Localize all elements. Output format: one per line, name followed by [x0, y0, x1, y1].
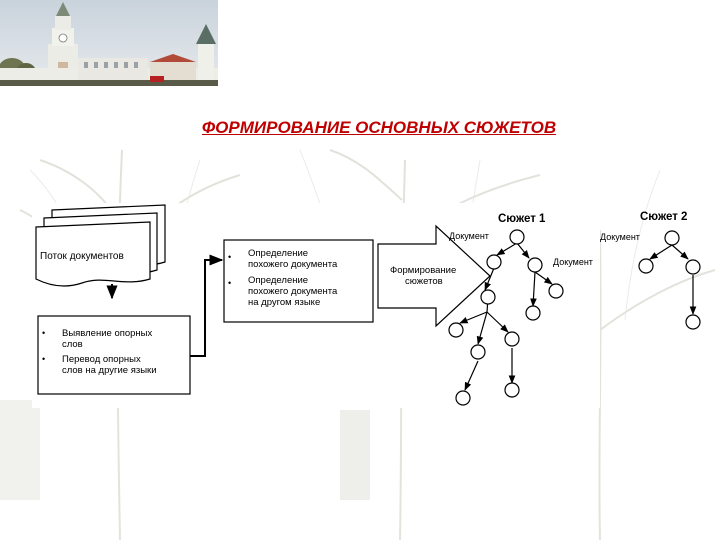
story-2-title: Сюжет 2	[640, 211, 687, 223]
tree-node	[481, 290, 495, 304]
middle-item-2-line-2: похожего документа	[248, 286, 338, 297]
tree-node	[639, 259, 653, 273]
bullet-icon: •	[42, 354, 45, 364]
tree-node	[510, 230, 524, 244]
middle-item-1-line-1: Определение	[248, 248, 308, 259]
arrow-label-line-2: сюжетов	[405, 276, 443, 287]
bullet-icon: •	[228, 252, 231, 262]
tree-node	[487, 255, 501, 269]
story-1-title: Сюжет 1	[498, 213, 546, 225]
tree-node	[505, 383, 519, 397]
document-label-1: Документ	[449, 231, 489, 241]
middle-item-2-line-3: на другом языке	[248, 297, 320, 308]
bullet-icon: •	[228, 278, 231, 288]
document-stream-shape	[36, 205, 165, 286]
tree-node	[686, 260, 700, 274]
stream-label: Поток документов	[40, 251, 124, 262]
bottom-item-2-line-1: Перевод опорных	[62, 354, 141, 365]
document-label-3: Документ	[553, 257, 593, 267]
tree-node	[505, 332, 519, 346]
tree-node	[665, 231, 679, 245]
bottom-item-2-line-2: слов на другие языки	[62, 365, 157, 376]
middle-item-1-line-2: похожего документа	[248, 259, 338, 270]
tree-node	[686, 315, 700, 329]
tree-node	[449, 323, 463, 337]
bottom-item-1-line-1: Выявление опорных	[62, 328, 153, 339]
story-2-nodes	[639, 231, 700, 329]
tree-node	[549, 284, 563, 298]
bullet-icon: •	[42, 328, 45, 338]
document-label-2: Документ	[600, 232, 640, 242]
tree-node	[471, 345, 485, 359]
story-2-tree	[650, 245, 693, 314]
middle-item-2-line-1: Определение	[248, 275, 308, 286]
arrow-label-line-1: Формирование	[390, 265, 456, 276]
bottom-item-1-line-2: слов	[62, 339, 83, 350]
tree-node	[456, 391, 470, 405]
tree-node	[528, 258, 542, 272]
tree-node	[526, 306, 540, 320]
